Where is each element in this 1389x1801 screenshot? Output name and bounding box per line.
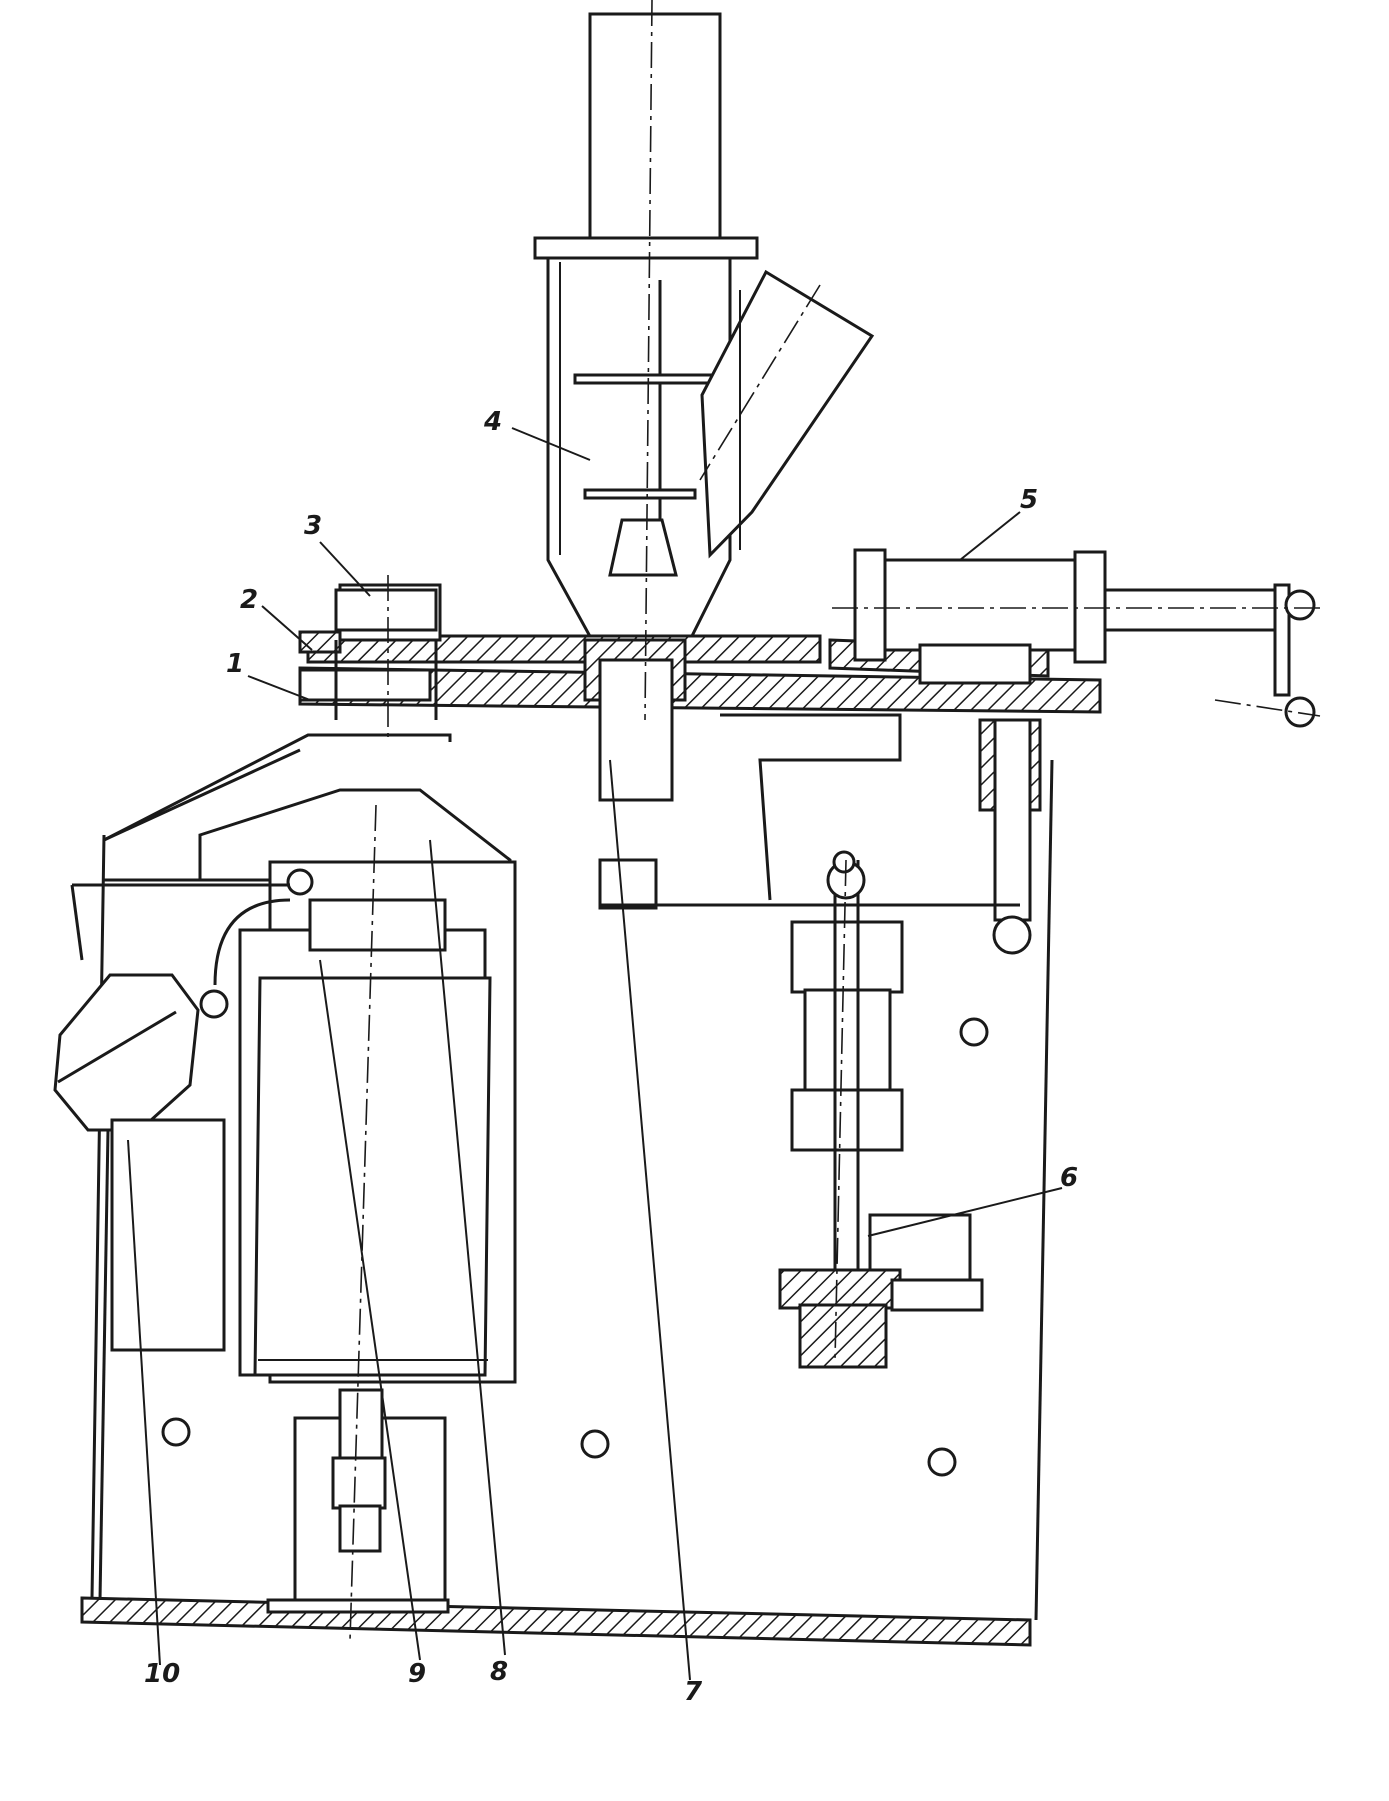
label-6: 6 <box>1060 1163 1078 1193</box>
base-plate <box>80 1596 1032 1647</box>
tilting-receptacle <box>53 973 226 1601</box>
label-8: 8 <box>490 1657 508 1687</box>
dosing-cup <box>334 588 438 720</box>
label-10: 10 <box>144 1659 180 1689</box>
label-2: 2 <box>240 585 258 615</box>
inclined-feed-chute <box>700 269 875 559</box>
container-vessel <box>253 976 492 1377</box>
leader-lines <box>127 427 1063 1681</box>
pneumatic-cylinder-lower <box>790 860 904 1350</box>
label-3: 3 <box>304 511 322 541</box>
label-1: 1 <box>226 649 244 679</box>
label-9: 9 <box>408 1659 426 1689</box>
control-valve <box>778 1213 984 1369</box>
label-7: 7 <box>684 1677 703 1707</box>
support-post-right <box>978 718 1042 955</box>
pivot-arm <box>70 883 291 986</box>
bracket-plate <box>600 713 1020 907</box>
dosing-table-lower <box>298 666 1102 714</box>
part-labels: 1 2 3 4 5 6 7 8 9 10 <box>144 407 1078 1707</box>
mounting-bolts <box>161 850 989 1477</box>
axis-lines <box>349 0 1321 1641</box>
label-4: 4 <box>483 407 502 437</box>
central-hub <box>583 638 687 910</box>
label-5: 5 <box>1020 485 1038 515</box>
lift-mechanism <box>266 1388 450 1614</box>
feed-hopper <box>533 12 759 642</box>
pneumatic-cylinder-upper <box>853 548 1316 728</box>
